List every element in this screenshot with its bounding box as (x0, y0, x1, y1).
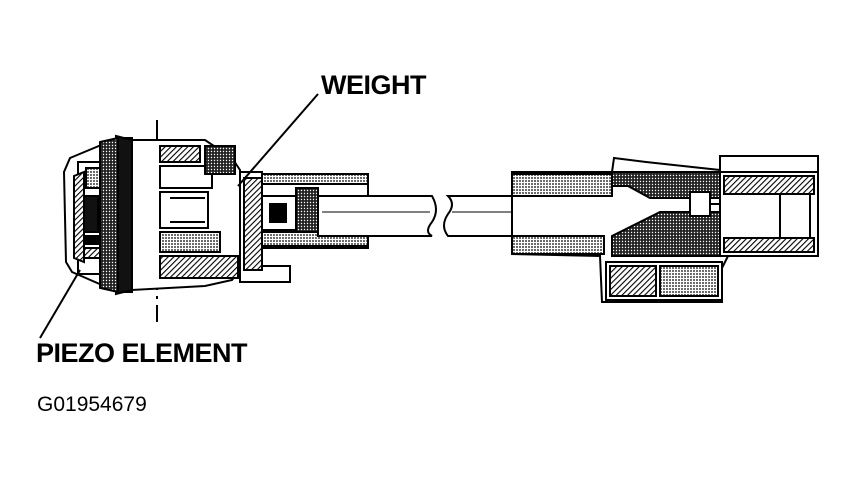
piezo-element (83, 195, 99, 233)
piezo-element-label: PIEZO ELEMENT (36, 338, 248, 368)
figure-id: G01954679 (37, 393, 147, 416)
weight-section (131, 139, 241, 292)
sensor-head (62, 134, 133, 296)
piezo-leader-line (39, 269, 81, 339)
weight-leader-line (237, 93, 319, 187)
weight-label: WEIGHT (321, 70, 427, 100)
connector-body (511, 155, 819, 303)
